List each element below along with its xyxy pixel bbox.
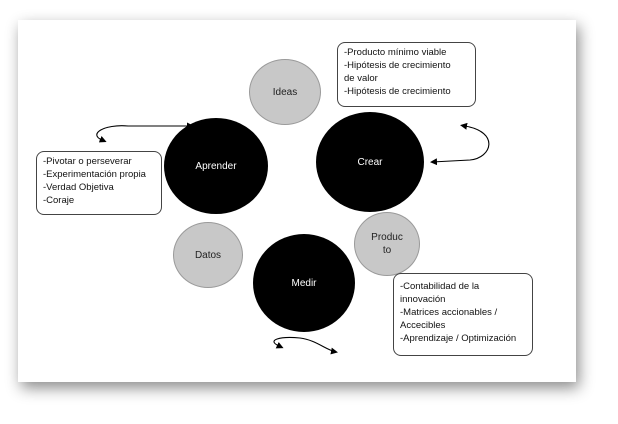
ideas-label: Ideas	[272, 86, 298, 98]
crear-circle: Crear	[316, 112, 424, 212]
medir-circle: Medir	[253, 234, 355, 332]
producto-box-line: de valor	[344, 73, 378, 84]
medir-box-line: -Matrices accionables /	[400, 307, 498, 318]
aprender-box-line: -Coraje	[43, 195, 75, 206]
datos-circle: Datos	[173, 222, 243, 288]
aprender-box: -Pivotar o perseverar -Experimentación p…	[36, 151, 162, 215]
medir-label: Medir	[291, 277, 317, 289]
curved-double-arrow-icon	[96, 122, 194, 143]
aprender-box-line: -Verdad Objetiva	[43, 182, 114, 193]
producto-circle: Produc to	[354, 212, 420, 276]
curved-double-arrow-icon	[273, 336, 338, 355]
producto-label-line1: Produc	[371, 232, 403, 243]
medir-box-line: -Contabilidad de la	[400, 281, 480, 292]
medir-box: -Contabilidad de la innovación -Matrices…	[393, 273, 533, 356]
aprender-box-line: -Experimentación propia	[43, 169, 146, 180]
curved-double-arrow-icon	[430, 122, 490, 166]
producto-box-line: -Hipótesis de crecimiento	[344, 60, 451, 71]
producto-box: -Producto mínimo viable -Hipótesis de cr…	[337, 42, 476, 107]
crear-label: Crear	[357, 156, 383, 168]
producto-box-line: -Hipótesis de crecimiento	[344, 86, 451, 97]
ideas-circle: Ideas	[249, 59, 321, 125]
producto-label-line2: to	[382, 245, 392, 256]
medir-box-line: innovación	[400, 294, 446, 305]
medir-box-line: -Aprendizaje / Optimización	[400, 333, 517, 344]
medir-box-line: Accecibles	[400, 320, 446, 331]
aprender-label: Aprender	[195, 160, 237, 172]
datos-label: Datos	[194, 249, 222, 261]
aprender-box-line: -Pivotar o perseverar	[43, 156, 132, 167]
producto-box-line: -Producto mínimo viable	[344, 47, 447, 58]
